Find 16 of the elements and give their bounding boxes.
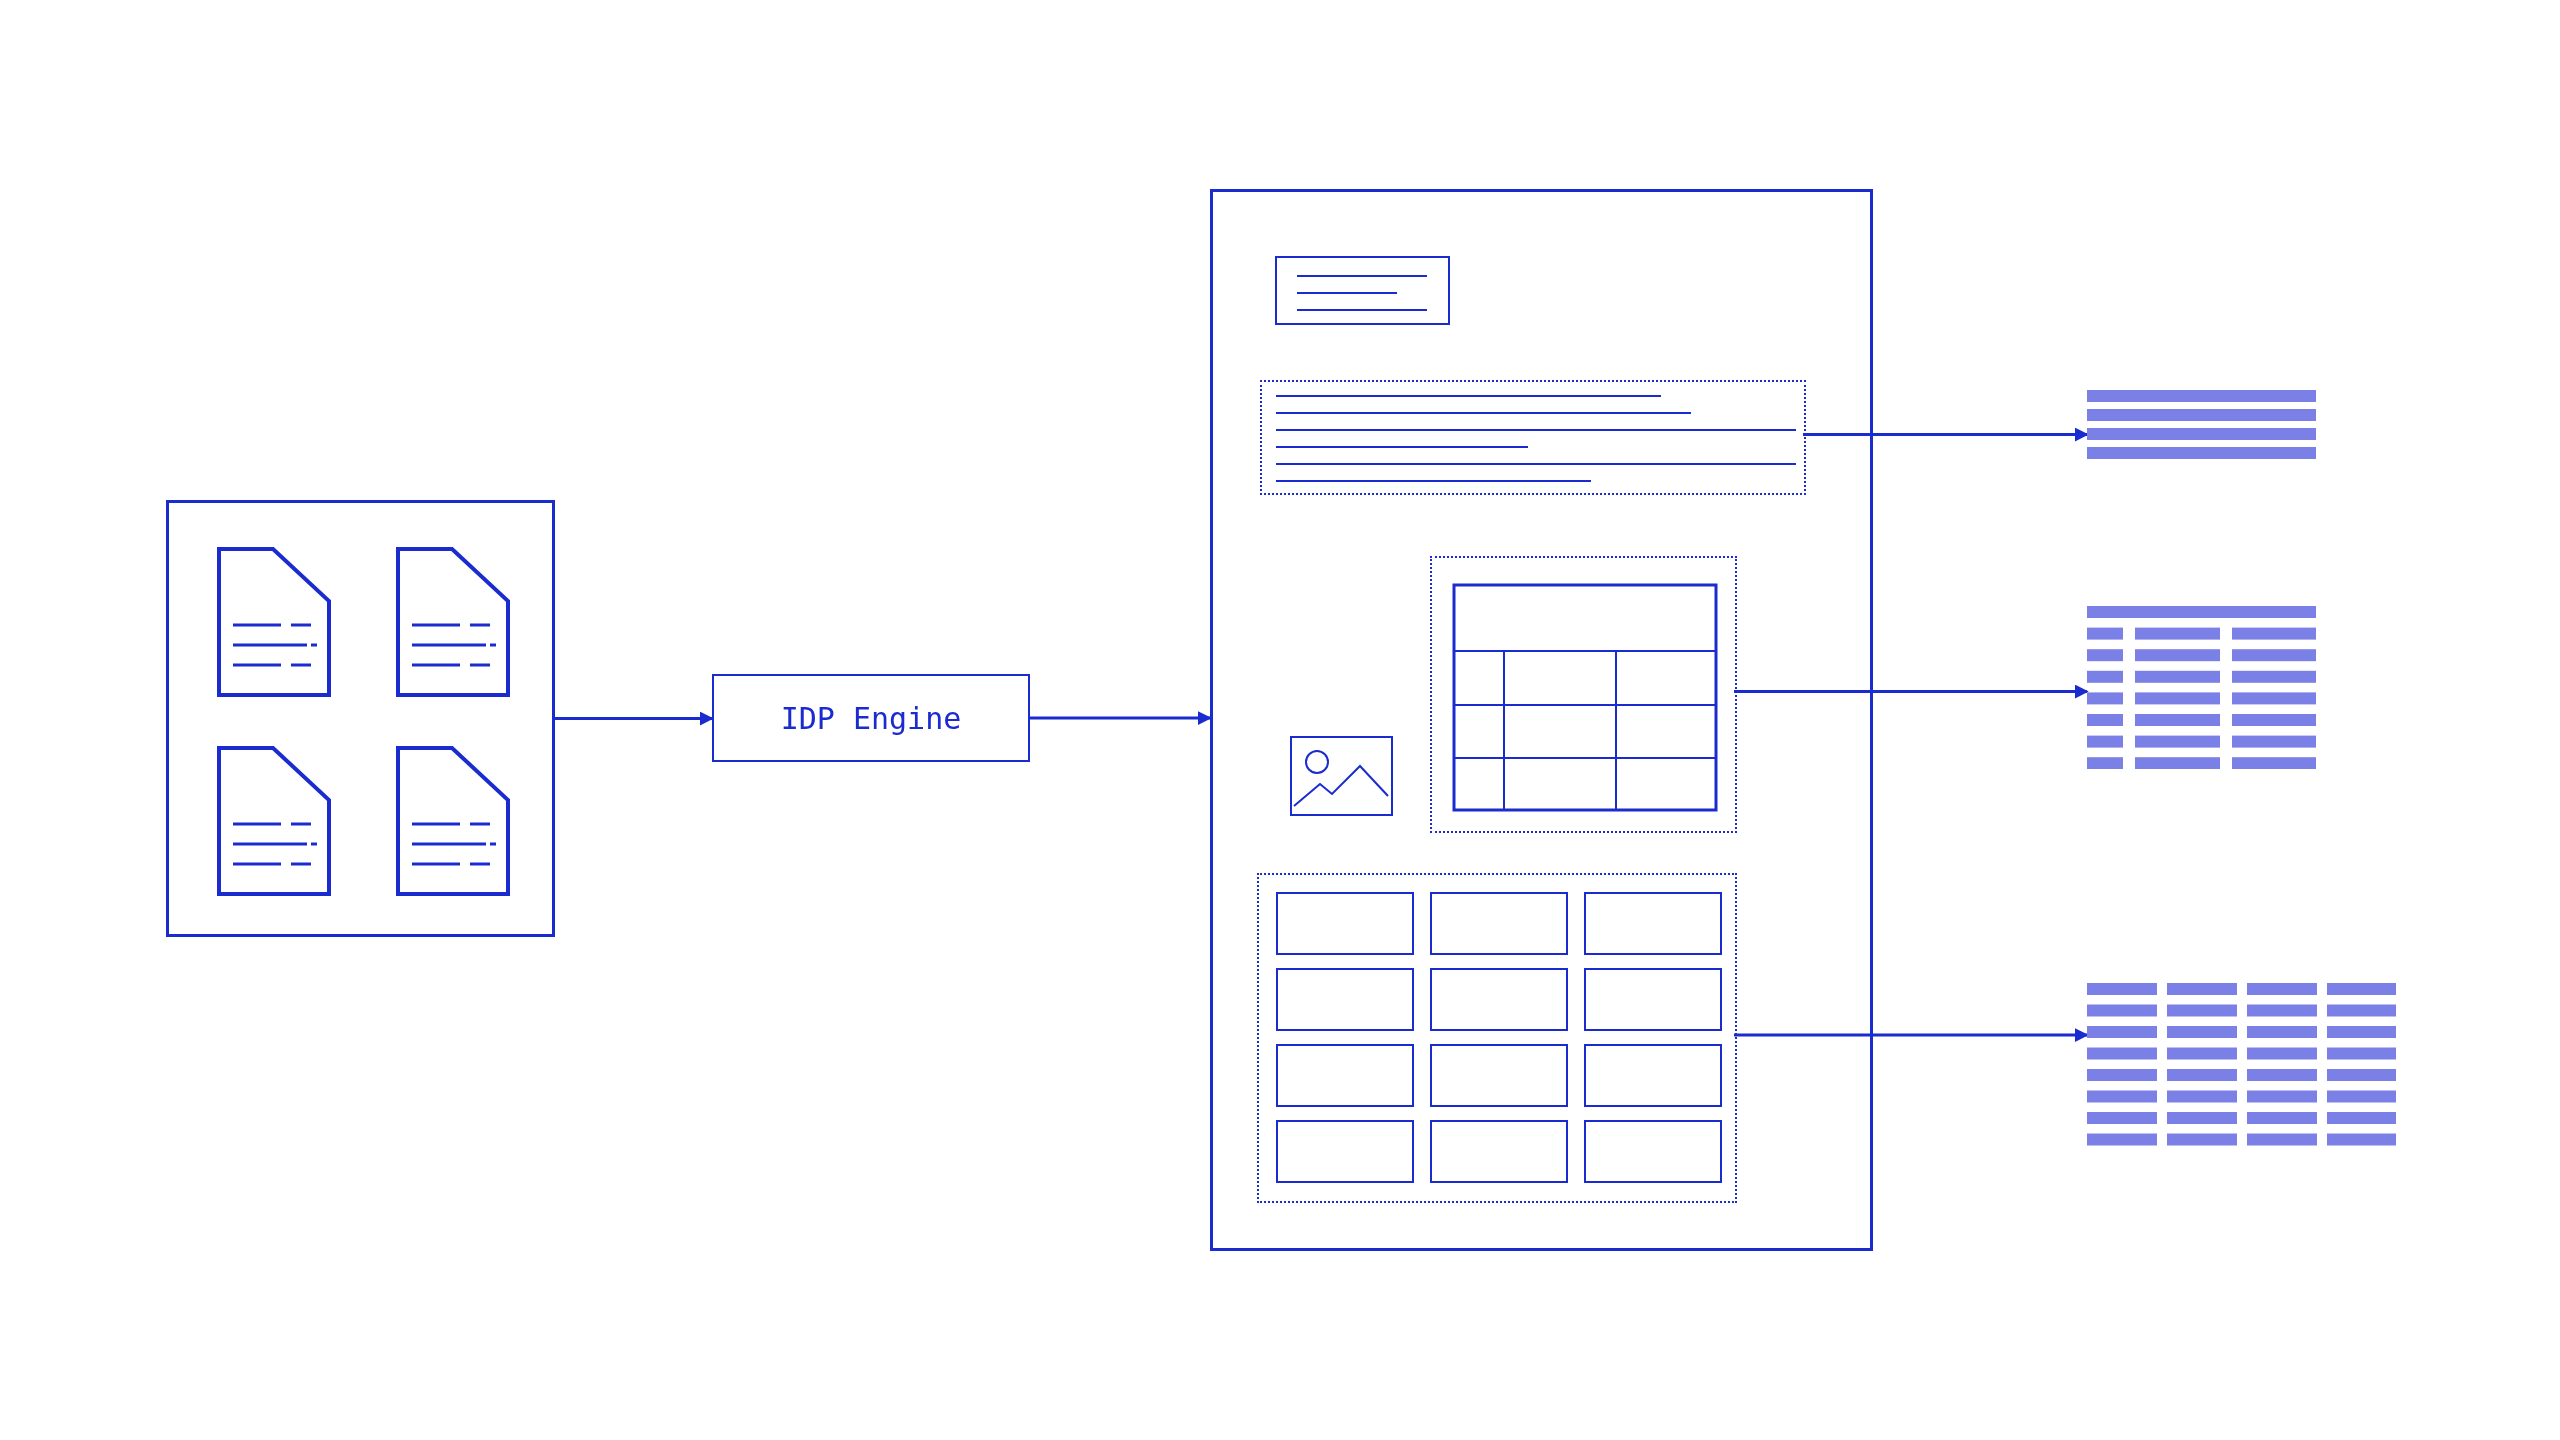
image-icon — [1290, 736, 1393, 816]
document-icon — [217, 746, 331, 896]
arrow — [555, 711, 714, 726]
grid-data-icon — [2087, 983, 2396, 1146]
input-panel — [166, 500, 555, 937]
arrow — [1734, 1028, 2089, 1042]
arrow — [1734, 684, 2089, 699]
paragraph-data-icon — [2087, 390, 2316, 460]
document-icon — [217, 547, 331, 697]
document-icon — [396, 547, 510, 697]
document-page — [1210, 189, 1873, 1251]
arrow — [1030, 711, 1212, 725]
process-box: IDP Engine — [712, 674, 1030, 762]
arrow — [1803, 427, 2089, 442]
document-icon — [396, 746, 510, 896]
table-data-icon — [2087, 606, 2316, 769]
